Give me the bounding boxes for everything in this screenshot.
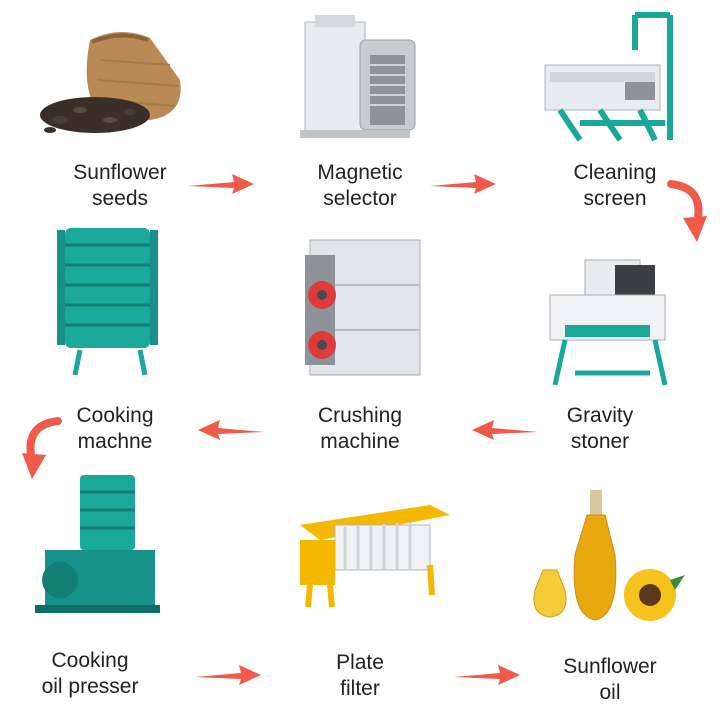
sunflower-oil-image <box>533 490 685 621</box>
sunflower-icon <box>624 569 685 621</box>
arrow-left-icon <box>472 420 538 440</box>
cooking-machine-image <box>57 228 158 376</box>
curved-arrow-down-icon <box>22 417 62 479</box>
arrow-left-icon <box>198 420 264 440</box>
cleaning-screen-image <box>544 12 673 142</box>
arrow-right-icon <box>195 665 261 685</box>
arrow-right-icon <box>188 174 254 194</box>
crushing-machine-image <box>305 239 421 376</box>
curved-arrow-down-icon <box>667 180 707 242</box>
plate-filter-image <box>300 505 450 608</box>
magnetic-selector-image <box>300 15 416 138</box>
sunflower-seeds-image <box>40 31 181 133</box>
arrow-right-icon <box>430 174 496 194</box>
arrow-right-icon <box>454 665 520 685</box>
gravity-stoner-image <box>549 259 668 386</box>
oil-presser-image <box>35 475 160 613</box>
